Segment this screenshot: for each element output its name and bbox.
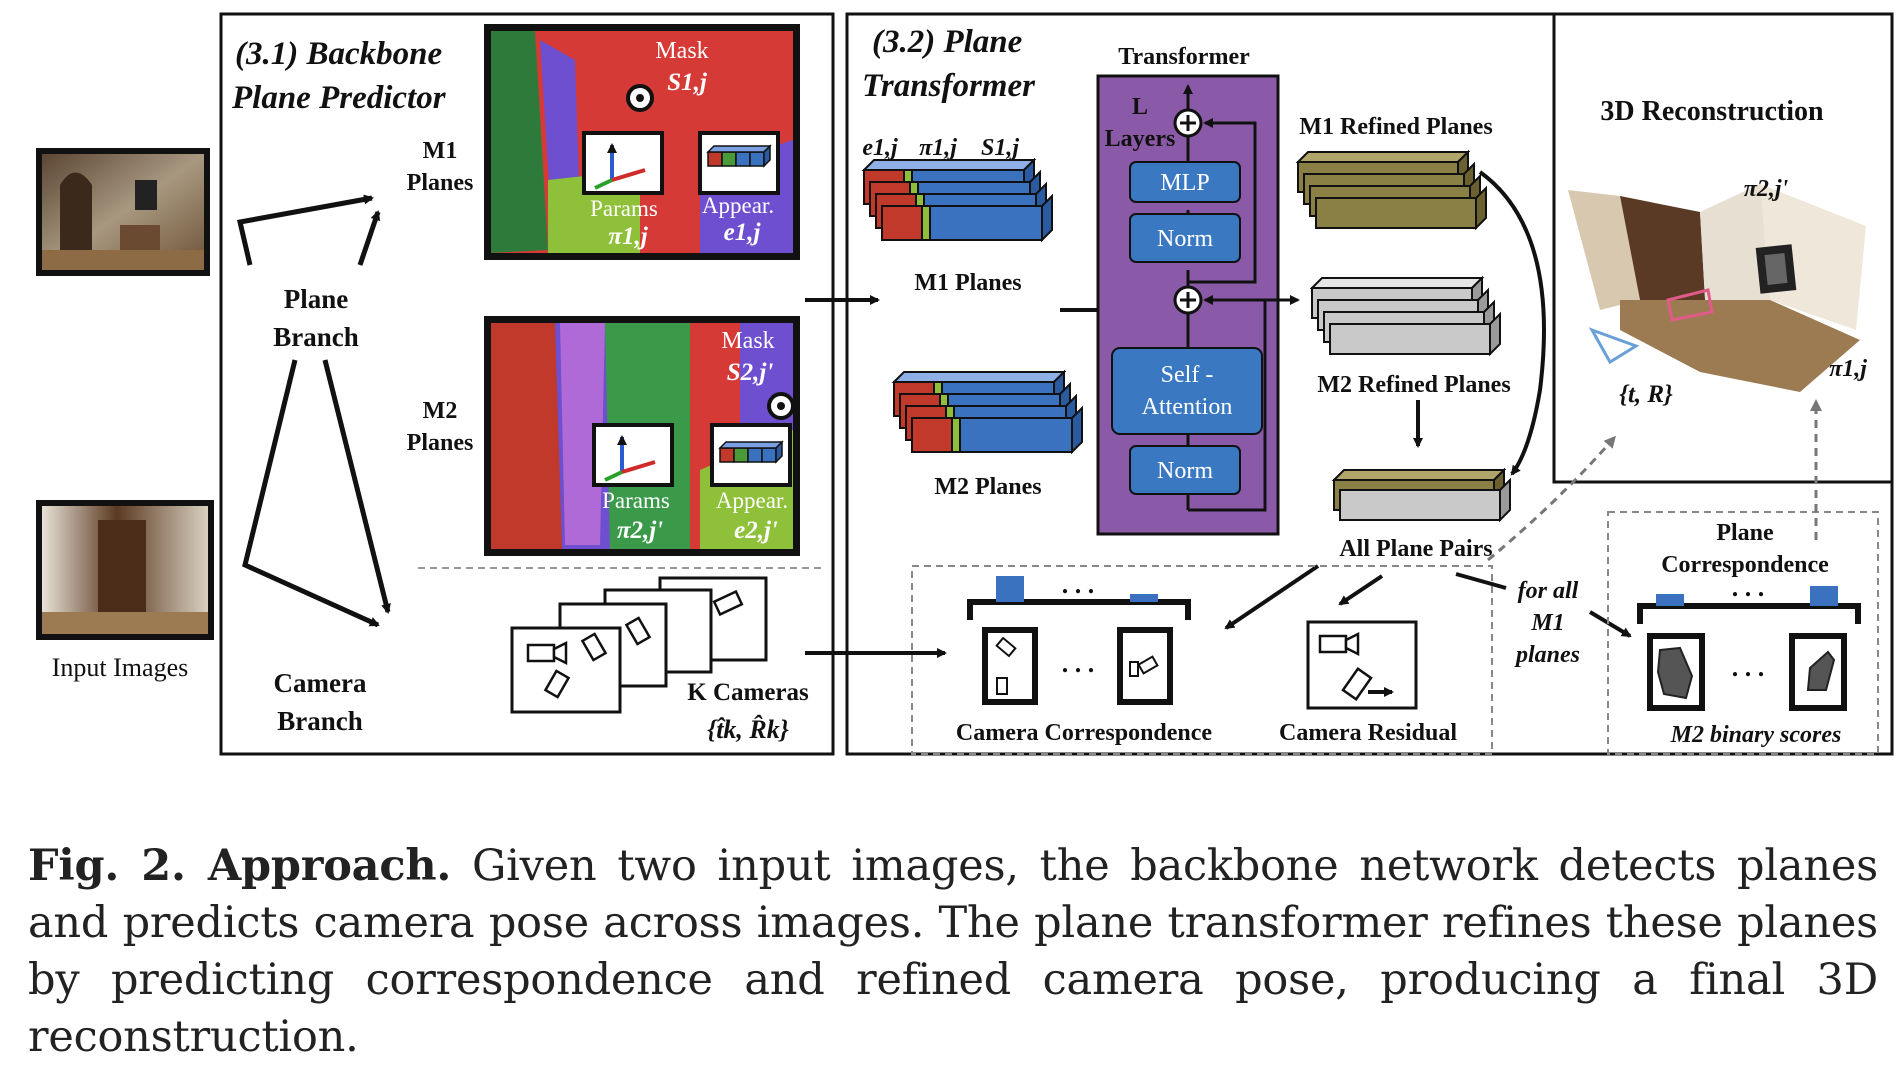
transformer-title-2: Transformer — [862, 68, 1036, 104]
m2-planes-stack — [891, 369, 1083, 455]
figure-caption: Fig. 2. Approach. Given two input images… — [28, 838, 1878, 1066]
caption-label: Fig. 2. Approach. — [28, 841, 452, 891]
recon-pi2: π2,j' — [1744, 176, 1789, 202]
mask-sym-2: S2,j' — [727, 359, 774, 386]
m1-planes-label: M1 Planes — [914, 270, 1021, 296]
binary-scores-label: M2 binary scores — [1670, 722, 1842, 748]
segmentation-image-1 — [484, 24, 800, 260]
input-image-1 — [36, 148, 210, 276]
param-sym-1: π1,j — [608, 223, 648, 250]
mask-label-1: Mask — [655, 38, 708, 64]
m1-planes-2: Planes — [407, 170, 474, 196]
m2-refined-label: M2 Refined Planes — [1317, 372, 1510, 398]
for-all-2: M1 — [1530, 610, 1564, 636]
self-attention-layer — [1111, 347, 1263, 435]
for-all-1: for all — [1518, 578, 1579, 604]
m2-planes-2: Planes — [407, 430, 474, 456]
m2-planes-1: M2 — [423, 398, 458, 424]
backbone-panel — [219, 12, 835, 756]
mask-sym-1: S1,j — [667, 69, 708, 96]
k-cameras-sym: {t̂k, R̂k} — [707, 715, 789, 744]
mask-label-2: Mask — [721, 328, 774, 354]
dashed-arrows — [1487, 399, 1822, 562]
self-attention-1: Self - — [1161, 362, 1214, 388]
camera-correspondence-label: Camera Correspondence — [956, 720, 1213, 746]
cc-dots-top: . . . — [1062, 570, 1095, 599]
camera-correspondence-widget — [967, 576, 1191, 705]
plane-branch-1: Plane — [284, 284, 349, 314]
norm-layer-1 — [1129, 213, 1241, 263]
self-attention-2: Attention — [1142, 394, 1233, 420]
mlp-label: MLP — [1160, 170, 1209, 196]
recon-tr: {t, R} — [1619, 381, 1673, 408]
camera-residual-widget — [1306, 620, 1418, 710]
k-cameras-label: K Cameras — [687, 679, 809, 706]
backbone-title-2: Plane Predictor — [231, 80, 447, 116]
all-pairs-label: All Plane Pairs — [1339, 536, 1492, 562]
sym-pi: π1,j — [919, 135, 957, 161]
plane-correspondence-1: Plane — [1716, 520, 1774, 546]
params-label-1: Params — [590, 196, 658, 221]
m1-refined-label: M1 Refined Planes — [1299, 114, 1492, 140]
sym-e: e1,j — [862, 135, 898, 161]
panel-arrows — [805, 295, 947, 658]
appear-sym-2: e2,j' — [734, 517, 778, 544]
input-image-2 — [36, 500, 214, 640]
branch-arrows — [236, 194, 391, 628]
cc-dots-mid: . . . — [1062, 649, 1095, 678]
params-label-2: Params — [602, 488, 670, 513]
plane-correspondence-2: Correspondence — [1661, 552, 1829, 578]
m2-refined-stack — [1309, 275, 1501, 357]
reconstruction-panel — [1552, 12, 1894, 484]
backbone-title-1: (3.1) Backbone — [235, 36, 442, 72]
norm-layer-2 — [1129, 445, 1241, 495]
camera-box — [911, 565, 1493, 755]
for-all-3: planes — [1514, 642, 1580, 668]
camera-branch-2: Branch — [277, 706, 363, 736]
ps-dots-top: . . . — [1732, 573, 1765, 602]
norm-label-2: Norm — [1157, 458, 1213, 484]
transformer-block-title: Transformer — [1118, 44, 1250, 70]
mlp-layer — [1129, 161, 1241, 203]
l-layers-1: L — [1132, 94, 1148, 120]
approach-figure: Input Images (3.1) Backbone Plane Predic… — [36, 12, 1894, 756]
appear-label-1: Appear. — [702, 193, 774, 218]
plane-correspondence-box — [1607, 511, 1879, 755]
refined-arrows — [1224, 170, 1632, 638]
l-layers-2: Layers — [1105, 126, 1176, 152]
m2-planes-label: M2 Planes — [934, 474, 1041, 500]
caption-text: Given two input images, the backbone net… — [28, 841, 1878, 1062]
m1-refined-stack — [1295, 149, 1487, 231]
reconstruction-render — [1568, 184, 1866, 392]
binary-scores-widget — [1637, 586, 1861, 711]
ps-dots-mid: . . . — [1732, 653, 1765, 682]
segmentation-image-2 — [484, 316, 800, 556]
reconstruction-title: 3D Reconstruction — [1600, 96, 1824, 127]
appear-label-2: Appear. — [716, 488, 788, 513]
m1-planes-stack — [861, 157, 1053, 243]
norm-label-1: Norm — [1157, 226, 1213, 252]
all-pairs-stack — [1331, 467, 1511, 523]
add-node-1 — [1173, 108, 1203, 138]
recon-pi1: π1,j — [1829, 356, 1867, 382]
transformer-title-1: (3.2) Plane — [872, 24, 1022, 60]
param-sym-2: π2,j' — [617, 517, 663, 544]
m1-planes-1: M1 — [423, 138, 458, 164]
input-images-label: Input Images — [52, 653, 188, 682]
plane-branch-2: Branch — [273, 322, 359, 352]
add-node-2 — [1173, 285, 1203, 315]
appear-sym-1: e1,j — [724, 219, 762, 246]
camera-branch-1: Camera — [274, 668, 367, 698]
sym-s: S1,j — [981, 135, 1019, 161]
camera-residual-label: Camera Residual — [1279, 720, 1457, 746]
k-camera-cards — [510, 576, 768, 714]
diagram-svg: Input Images (3.1) Backbone Plane Predic… — [36, 12, 1894, 756]
